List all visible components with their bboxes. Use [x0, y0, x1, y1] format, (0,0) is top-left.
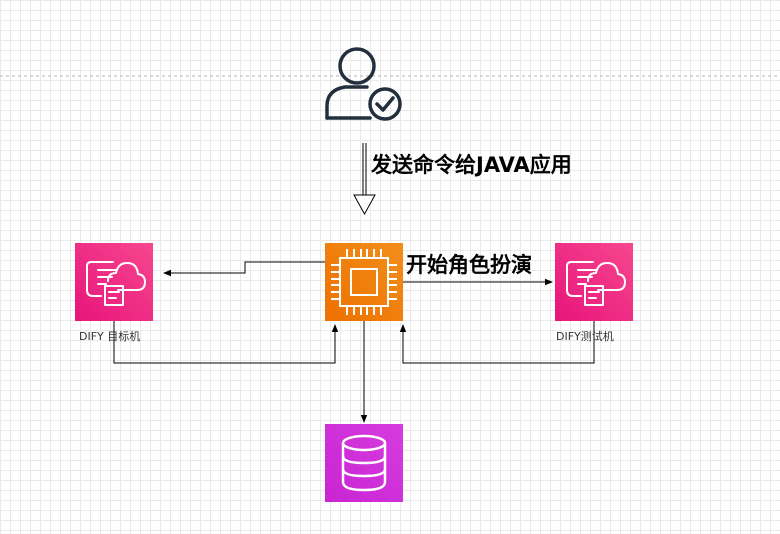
user-command-label: 发送命令给JAVA应用 — [371, 153, 572, 177]
database-icon — [341, 434, 387, 492]
connector-test-to-processor — [399, 321, 595, 364]
connector-target-to-processor — [113, 321, 339, 364]
cloud-document-icon — [86, 261, 146, 306]
cloud-document-icon — [566, 261, 626, 306]
connector-processor-to-target — [163, 261, 325, 277]
roleplay-label: 开始角色扮演 — [406, 253, 532, 277]
user-command-arrow[interactable] — [353, 143, 376, 216]
target-machine-label: DIFY 目标机 — [79, 330, 141, 343]
processor-node[interactable] — [325, 243, 403, 321]
dify-target-machine[interactable] — [75, 243, 153, 321]
test-machine-label: DIFY测试机 — [556, 330, 614, 343]
connectors — [113, 261, 595, 423]
user-check-icon — [325, 47, 402, 121]
dify-test-machine[interactable] — [555, 243, 633, 321]
database-node[interactable] — [325, 424, 403, 502]
processor-chip-icon — [331, 249, 397, 315]
